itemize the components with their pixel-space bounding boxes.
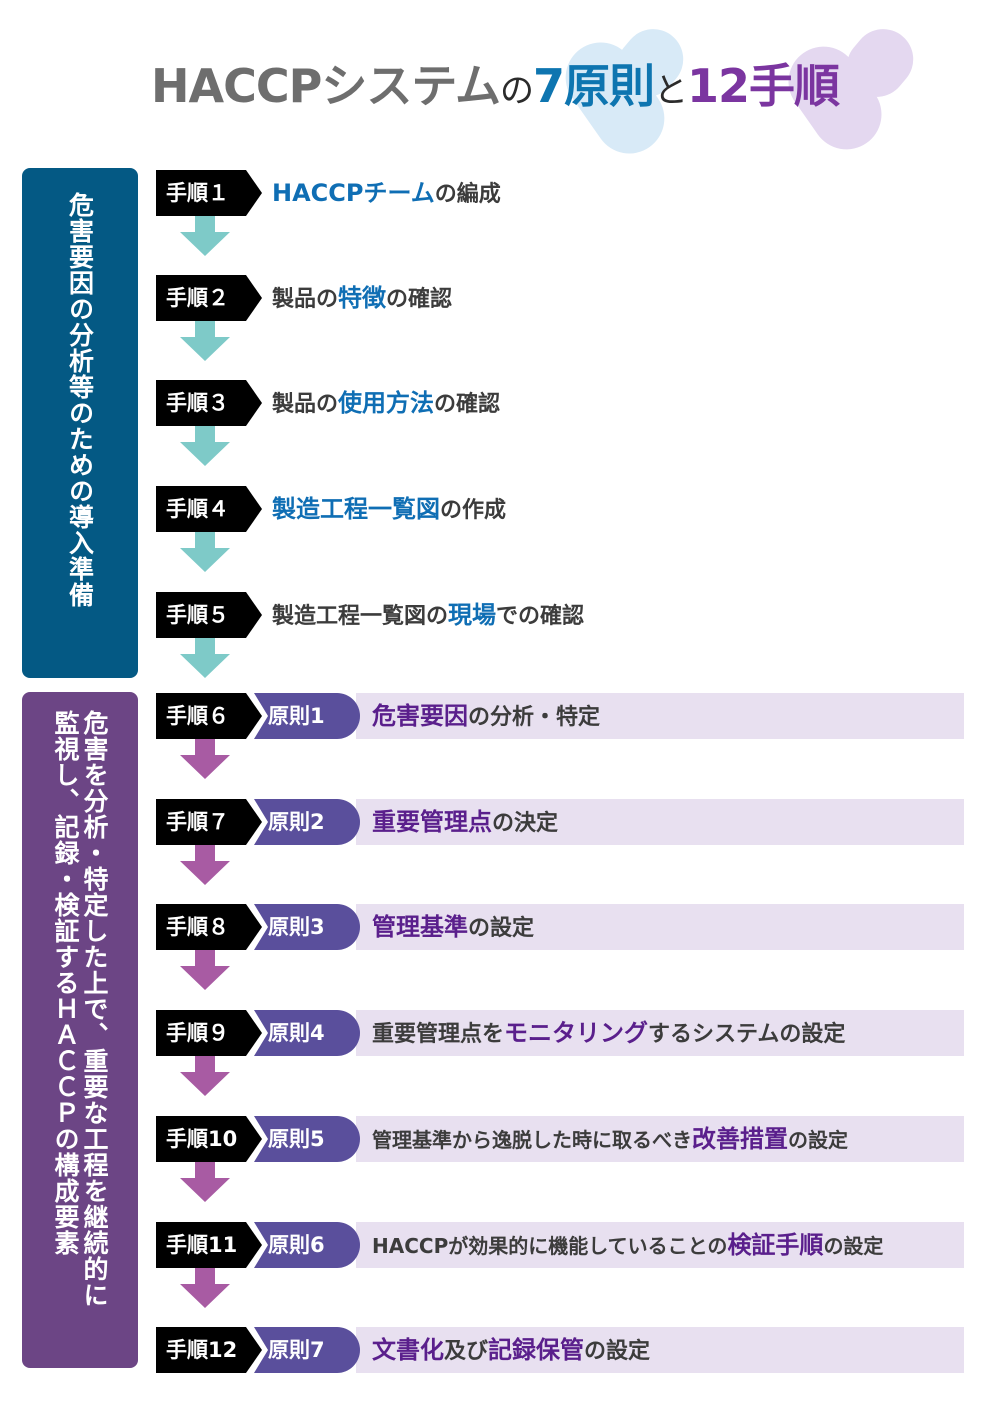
description-text: 製品の: [272, 287, 339, 312]
step-description: 製品の使用方法の確認: [272, 380, 500, 426]
description-text: の設定: [468, 916, 535, 941]
down-arrow-icon: [180, 1162, 230, 1202]
description-text: の作成: [440, 498, 507, 523]
row-background: [356, 1222, 964, 1268]
prep-phase-label: 危害要因の分析等のための導入準備: [65, 192, 95, 608]
prep-phase-panel: 危害要因の分析等のための導入準備: [22, 168, 138, 678]
description-text: の編成: [434, 182, 501, 207]
title-particle: の: [499, 71, 534, 111]
description-text: の決定: [492, 811, 559, 836]
down-arrow-icon: [180, 845, 230, 885]
highlight-keyword: 現場: [448, 601, 497, 629]
highlight-keyword: 重要管理点: [372, 808, 492, 836]
down-arrow-icon: [180, 1268, 230, 1308]
haccp-components-label-line2: 監視し、記録・検証するＨＡＣＣＰの構成要素: [51, 710, 80, 1256]
description-text: の分析・特定: [468, 705, 601, 730]
title-seven-principles: 7原則: [532, 59, 655, 113]
row-background: [356, 904, 964, 950]
step-description: HACCPが効果的に機能していることの検証手順の設定: [372, 1222, 883, 1268]
description-text: 管理基準から逸脱した時に取るべき: [372, 1128, 692, 1152]
down-arrow-icon: [180, 426, 230, 466]
highlight-keyword: 記録保管: [488, 1336, 585, 1364]
row-background: [356, 1327, 964, 1373]
highlight-keyword: 文書化: [372, 1336, 444, 1364]
step-tag: 手順５: [156, 592, 262, 638]
description-text: 製品の: [272, 392, 339, 417]
highlight-keyword: 使用方法: [338, 389, 435, 417]
description-text: での確認: [496, 604, 585, 629]
principle-tag: 原則6: [254, 1222, 360, 1268]
description-text: HACCPが効果的に機能していることの: [372, 1234, 728, 1258]
step-tag: 手順８: [156, 904, 262, 950]
title-area: HACCPシステムの7原則と12手順: [0, 16, 990, 168]
description-text: 製造工程一覧図の: [272, 604, 449, 629]
description-text: するシステムの設定: [648, 1022, 846, 1047]
row-background: [356, 1116, 964, 1162]
step-tag: 手順３: [156, 380, 262, 426]
row-background: [356, 799, 964, 845]
step-description: 危害要因の分析・特定: [372, 693, 600, 739]
highlight-keyword: 管理基準: [372, 913, 468, 941]
step-tag: 手順１: [156, 170, 262, 216]
down-arrow-icon: [180, 638, 230, 678]
highlight-keyword: 特徴: [338, 284, 387, 312]
title-twelve-steps: 12手順: [686, 59, 840, 113]
highlight-keyword: 危害要因: [372, 702, 468, 730]
principle-tag: 原則4: [254, 1010, 360, 1056]
step-tag: 手順９: [156, 1010, 262, 1056]
down-arrow-icon: [180, 950, 230, 990]
step-description: 製品の特徴の確認: [272, 275, 452, 321]
title-particle: と: [653, 71, 688, 111]
description-text: の確認: [386, 287, 453, 312]
principle-tag: 原則7: [254, 1327, 360, 1373]
down-arrow-icon: [180, 216, 230, 256]
step-description: 製造工程一覧図の現場での確認: [272, 592, 584, 638]
highlight-keyword: 改善措置: [692, 1125, 788, 1153]
description-text: の設定: [584, 1339, 651, 1364]
row-background: [356, 1010, 964, 1056]
highlight-keyword: モニタリング: [504, 1019, 649, 1047]
haccp-components-label-line1: 危害を分析・特定した上で、重要な工程を継続的に: [80, 710, 109, 1308]
principle-tag: 原則3: [254, 904, 360, 950]
haccp-components-panel: 危害を分析・特定した上で、重要な工程を継続的に 監視し、記録・検証するＨＡＣＣＰ…: [22, 692, 138, 1368]
description-text: の設定: [823, 1234, 884, 1258]
down-arrow-icon: [180, 321, 230, 361]
description-text: 及び: [444, 1339, 489, 1364]
step-tag: 手順７: [156, 799, 262, 845]
step-description: 文書化及び記録保管の設定: [372, 1327, 650, 1373]
principle-tag: 原則1: [254, 693, 360, 739]
step-tag: 手順４: [156, 486, 262, 532]
down-arrow-icon: [180, 739, 230, 779]
step-tag: 手順２: [156, 275, 262, 321]
highlight-keyword: HACCPチーム: [272, 179, 435, 207]
title-haccp-system: HACCPシステム: [151, 59, 501, 113]
row-background: [356, 693, 964, 739]
highlight-keyword: 検証手順: [727, 1231, 824, 1259]
page-title: HACCPシステムの7原則と12手順: [0, 50, 990, 116]
description-text: 重要管理点を: [372, 1022, 505, 1047]
description-text: の確認: [434, 392, 501, 417]
down-arrow-icon: [180, 1056, 230, 1096]
step-description: 重要管理点をモニタリングするシステムの設定: [372, 1010, 845, 1056]
step-tag: 手順６: [156, 693, 262, 739]
step-tag: 手順12: [156, 1327, 262, 1373]
highlight-keyword: 製造工程一覧図: [272, 495, 440, 523]
step-tag: 手順10: [156, 1116, 262, 1162]
step-tag: 手順11: [156, 1222, 262, 1268]
step-description: 重要管理点の決定: [372, 799, 558, 845]
principle-tag: 原則5: [254, 1116, 360, 1162]
description-text: の設定: [788, 1128, 848, 1152]
down-arrow-icon: [180, 532, 230, 572]
principle-tag: 原則2: [254, 799, 360, 845]
step-description: 管理基準から逸脱した時に取るべき改善措置の設定: [372, 1116, 848, 1162]
step-description: 管理基準の設定: [372, 904, 534, 950]
step-description: 製造工程一覧図の作成: [272, 486, 506, 532]
step-description: HACCPチームの編成: [272, 170, 501, 216]
